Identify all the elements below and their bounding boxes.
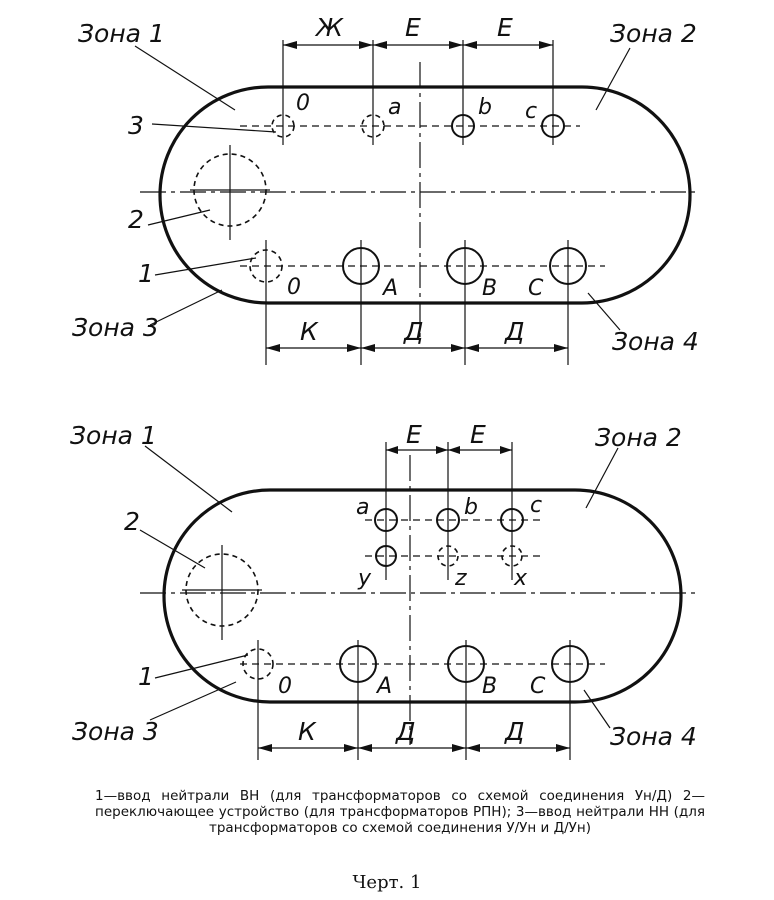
lv-bushing-x — [501, 545, 523, 567]
hv-bushing-neutral — [242, 640, 274, 760]
leader-callout-2 — [139, 529, 206, 569]
zone-2-label: Зона 2 — [595, 423, 682, 452]
hv-terminal-0-label: 0 — [287, 275, 301, 300]
hv-bushing-A — [339, 640, 377, 760]
leader-zone-2 — [595, 47, 631, 111]
leader-zone-1 — [144, 445, 233, 513]
dim-zh-label: Ж — [314, 13, 344, 42]
lv-bushing-z — [437, 545, 459, 567]
lv-terminal-c-label: c — [525, 99, 537, 124]
switching-device — [190, 145, 270, 240]
lv-terminal-b-label: b — [464, 495, 478, 520]
zone-3-label: Зона 3 — [72, 313, 159, 342]
figure-label: Черт. 1 — [352, 872, 422, 893]
hv-terminal-C-label: C — [530, 674, 546, 699]
figure-caption: 1—ввод нейтрали ВН (для трансформаторов … — [95, 788, 705, 836]
leader-zone-2 — [585, 447, 619, 509]
hv-bushing-B — [446, 240, 484, 365]
leader-callout-1 — [154, 257, 257, 276]
hv-terminal-B-label: B — [482, 674, 497, 699]
dim-d1-label: Д — [395, 717, 416, 746]
dim-e1-label: Е — [406, 420, 422, 449]
lv-terminal-y-label: y — [357, 566, 372, 591]
leader-zone-3 — [149, 289, 223, 326]
lv-terminal-b-label: b — [478, 95, 492, 120]
lv-bushing-a — [374, 442, 398, 580]
hv-bushing-C — [551, 640, 589, 760]
leader-callout-3 — [151, 123, 277, 133]
dim-d1-label: Д — [403, 317, 424, 346]
lv-bushing-b — [436, 442, 460, 580]
leader-callout-2 — [147, 209, 211, 226]
lv-bushing-a — [361, 40, 385, 145]
lv-bushing-c — [541, 40, 565, 145]
hv-bushing-A — [342, 240, 380, 365]
lv-terminal-z-label: z — [454, 566, 467, 591]
dimension-line-bottom — [266, 344, 568, 352]
dimension-line-top — [386, 446, 512, 454]
dim-k-label: К — [298, 717, 317, 746]
zone-3-label: Зона 3 — [72, 717, 159, 746]
callout-2-label: 2 — [128, 205, 144, 234]
lv-terminal-x-label: x — [513, 566, 528, 591]
lv-terminal-0-label: 0 — [296, 91, 310, 116]
zone-1-label: Зона 1 — [78, 19, 165, 48]
hv-bushing-C — [549, 240, 587, 365]
callout-1-label: 1 — [138, 662, 154, 691]
dimension-line-top — [283, 41, 553, 49]
hv-terminal-A-label: A — [381, 276, 398, 301]
zone-2-label: Зона 2 — [610, 19, 697, 48]
leader-zone-4 — [587, 292, 621, 331]
leader-zone-3 — [149, 681, 237, 721]
leader-callout-1 — [154, 654, 249, 679]
dim-e1-label: Е — [405, 13, 421, 42]
hv-terminal-0-label: 0 — [278, 674, 292, 699]
callout-3-label: 3 — [128, 111, 144, 140]
lv-terminal-a-label: a — [356, 495, 369, 520]
bottom-view: Зона 1 Зона 2 Зона 3 Зона 4 2 1 a b c y … — [70, 420, 700, 760]
tank-outline — [158, 85, 692, 305]
hv-bushing-neutral — [249, 240, 283, 365]
dim-e2-label: Е — [470, 420, 486, 449]
dim-d2-label: Д — [504, 717, 525, 746]
dim-k-label: К — [300, 317, 319, 346]
leader-zone-4 — [583, 689, 611, 729]
lv-bushing-c — [500, 442, 524, 580]
lv-bushing-y — [375, 545, 397, 567]
dimension-line-bottom — [258, 744, 570, 752]
callout-1-label: 1 — [138, 259, 154, 288]
lv-terminal-c-label: c — [530, 493, 542, 518]
hv-terminal-A-label: A — [375, 674, 392, 699]
callout-2-label: 2 — [124, 507, 140, 536]
zone-1-label: Зона 1 — [70, 421, 157, 450]
lv-terminal-a-label: a — [388, 95, 401, 120]
dim-d2-label: Д — [504, 317, 525, 346]
tank-outline — [162, 488, 683, 704]
top-view: Зона 1 Зона 2 Зона 3 Зона 4 3 2 1 0 a b … — [72, 13, 700, 365]
hv-bushing-B — [447, 640, 485, 760]
leader-zone-1 — [134, 45, 236, 111]
lv-bushing-neutral — [271, 40, 295, 145]
switching-device — [182, 545, 262, 640]
hv-terminal-C-label: C — [528, 276, 544, 301]
zone-4-label: Зона 4 — [610, 722, 697, 751]
lv-bushing-b — [451, 40, 475, 145]
zone-4-label: Зона 4 — [612, 327, 699, 356]
dim-e2-label: Е — [497, 13, 513, 42]
hv-terminal-B-label: B — [482, 276, 497, 301]
